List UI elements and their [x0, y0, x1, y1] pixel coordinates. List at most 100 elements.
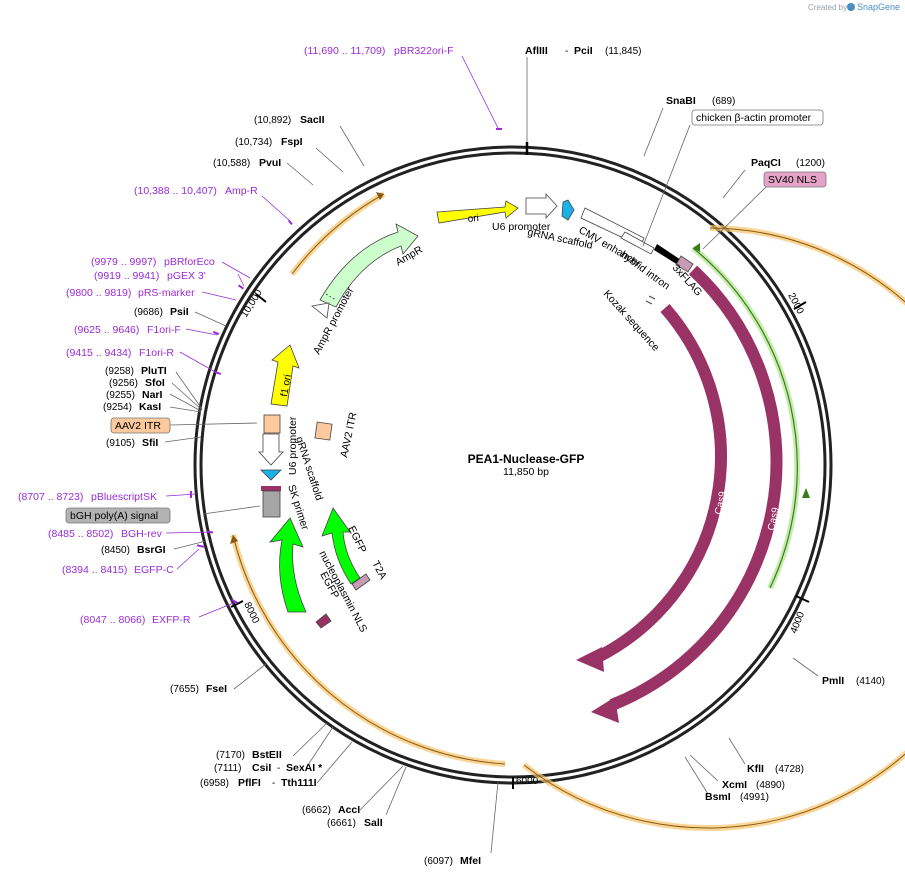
- site-nari[interactable]: NarI: [142, 389, 163, 401]
- site-kfli-pos: (4728): [775, 764, 804, 775]
- tick-label-10000: 10,000: [239, 287, 265, 319]
- site-fsei-pos: (7655): [170, 684, 199, 695]
- site-fsei[interactable]: FseI: [206, 683, 227, 695]
- site-sfii[interactable]: SfiI: [142, 437, 158, 449]
- u6-left-label: U6 promoter: [287, 416, 299, 475]
- site-bsmi[interactable]: BsmI: [705, 791, 731, 803]
- primer-ampr-name[interactable]: Amp-R: [225, 185, 258, 197]
- site-paqci[interactable]: PaqCI: [751, 157, 781, 169]
- site-bsteii[interactable]: BstEII: [252, 749, 282, 761]
- credit: Created by SnapGene: [808, 2, 900, 12]
- ampr-promoter-arrow: [311, 302, 330, 319]
- site-afliii[interactable]: AflIII: [525, 45, 548, 57]
- site-pluti-pos: (9258): [105, 366, 134, 377]
- ampr-feature: AmpR AmpR promoter: [311, 223, 425, 356]
- site-mfei[interactable]: MfeI: [460, 855, 481, 867]
- primer-pgex-name[interactable]: pGEX 3': [167, 270, 206, 282]
- primer-pbluescript-range: (8707 .. 8723): [18, 491, 83, 503]
- site-acci-pos: (6662): [302, 805, 331, 816]
- kozak-mark-1: [648, 295, 656, 300]
- site-sep-pflfi: -: [272, 778, 275, 789]
- cas9-inner-arc: [595, 304, 727, 663]
- sv40-nls-label[interactable]: SV40 NLS: [768, 174, 817, 186]
- bgh-polya-label[interactable]: bGH poly(A) signal: [70, 510, 158, 522]
- leader-pflfi: [316, 741, 353, 784]
- site-kasi[interactable]: KasI: [139, 401, 161, 413]
- site-csii[interactable]: CsiI: [252, 762, 271, 774]
- site-fspi-pos: (10,734): [235, 137, 272, 148]
- site-psii[interactable]: PsiI: [170, 306, 189, 318]
- site-pflfi[interactable]: PflFI: [238, 777, 261, 789]
- leader-pluti: [175, 371, 203, 410]
- primer-egfpc-range: (8394 .. 8415): [62, 564, 127, 576]
- tick-label-4000: 4000: [789, 610, 808, 635]
- primer-leader-pbr322: [461, 55, 499, 129]
- orange-band-left: [230, 534, 506, 767]
- primer-mark-pbluescript: [190, 491, 192, 498]
- leader-fsei: [233, 663, 267, 690]
- primer-bghrev-name[interactable]: BGH-rev: [121, 528, 163, 540]
- leader-nari: [169, 393, 202, 412]
- primer-pbrforeco-name[interactable]: pBRforEco: [164, 256, 215, 268]
- tick-label-6000: 6000: [516, 776, 539, 787]
- site-tth111i[interactable]: Tth111I: [281, 777, 317, 789]
- primer-pbr322-range: (11,690 .. 11,709): [304, 45, 385, 57]
- site-pmli-pos: (4140): [856, 676, 885, 687]
- site-sali[interactable]: SalI: [364, 817, 383, 829]
- primer-bghrev-range: (8485 .. 8502): [48, 528, 113, 540]
- site-pvui[interactable]: PvuI: [259, 157, 281, 169]
- primer-leader-exfpr: [198, 601, 237, 618]
- primer-pbluescript-name[interactable]: pBluescriptSK: [91, 491, 157, 503]
- ori-arrow: [436, 200, 519, 224]
- credit-brand: SnapGene: [857, 2, 900, 12]
- aav2-itr-label[interactable]: AAV2 ITR: [115, 420, 161, 432]
- site-fspi[interactable]: FspI: [281, 136, 303, 148]
- t2a-shape: [351, 573, 371, 591]
- leader-csii: [305, 726, 334, 769]
- site-sfii-pos: (9105): [106, 438, 135, 449]
- leader-kasi: [169, 406, 202, 413]
- orange-bands: [230, 191, 905, 831]
- primer-egfpc-name[interactable]: EGFP-C: [134, 564, 174, 576]
- site-bsrgi-pos: (8450): [101, 545, 130, 556]
- site-pmli[interactable]: PmlI: [822, 675, 844, 687]
- site-snabi-pos: (689): [712, 96, 735, 107]
- site-bsrgi[interactable]: BsrGI: [137, 544, 166, 556]
- green-band-line: [692, 247, 798, 589]
- primer-pgex-range: (9919 .. 9941): [94, 270, 159, 282]
- site-snabi[interactable]: SnaBI: [666, 95, 696, 107]
- site-bsmi-pos: (4991): [740, 792, 769, 803]
- leader-sv40: [702, 186, 767, 250]
- site-pluti[interactable]: PluTI: [141, 365, 167, 377]
- cas9-features: Cas9 Cas9: [576, 265, 783, 723]
- primer-leader-pbrforeco: [221, 261, 251, 279]
- grna-left-arrow: [260, 469, 282, 481]
- site-sacii[interactable]: SacII: [300, 114, 325, 126]
- leader-aav2-itr: [169, 422, 258, 426]
- primer-prs-range: (9800 .. 9819): [66, 287, 131, 299]
- site-xcmi[interactable]: XcmI: [722, 779, 747, 791]
- leader-xcmi: [689, 754, 719, 782]
- site-sexai[interactable]: SexAI *: [286, 762, 323, 774]
- primer-prs-name[interactable]: pRS-marker: [138, 287, 195, 299]
- egfp-right-label: EGFP: [345, 524, 368, 555]
- primer-f1orir-name[interactable]: F1ori-R: [139, 347, 174, 359]
- leader-sacii: [339, 125, 365, 167]
- leader-bgh: [202, 505, 261, 515]
- leader-fspi: [315, 147, 344, 173]
- site-acci[interactable]: AccI: [338, 804, 360, 816]
- site-labels: AflIII - PciI (11,845) SnaBI (689) PaqCI…: [101, 45, 885, 867]
- primer-exfpr-name[interactable]: EXFP-R: [152, 614, 191, 626]
- cas9-inner-label: Cas9: [713, 490, 729, 516]
- green-band-arrowhead-right: [802, 488, 810, 498]
- u6-top-arrow: [525, 192, 558, 220]
- primer-pbr322-name[interactable]: pBR322ori-F: [394, 45, 454, 57]
- site-kfli[interactable]: KflI: [747, 763, 764, 775]
- aav-itr-left-block: [263, 414, 281, 434]
- cas9-outer-label: Cas9: [766, 506, 782, 532]
- primer-mark-exfpr: [230, 598, 238, 604]
- primer-f1orif-name[interactable]: F1ori-F: [147, 324, 181, 336]
- site-pci[interactable]: PciI: [574, 45, 593, 57]
- chicken-actin-label[interactable]: chicken β-actin promoter: [696, 112, 812, 124]
- site-sfoi[interactable]: SfoI: [145, 377, 165, 389]
